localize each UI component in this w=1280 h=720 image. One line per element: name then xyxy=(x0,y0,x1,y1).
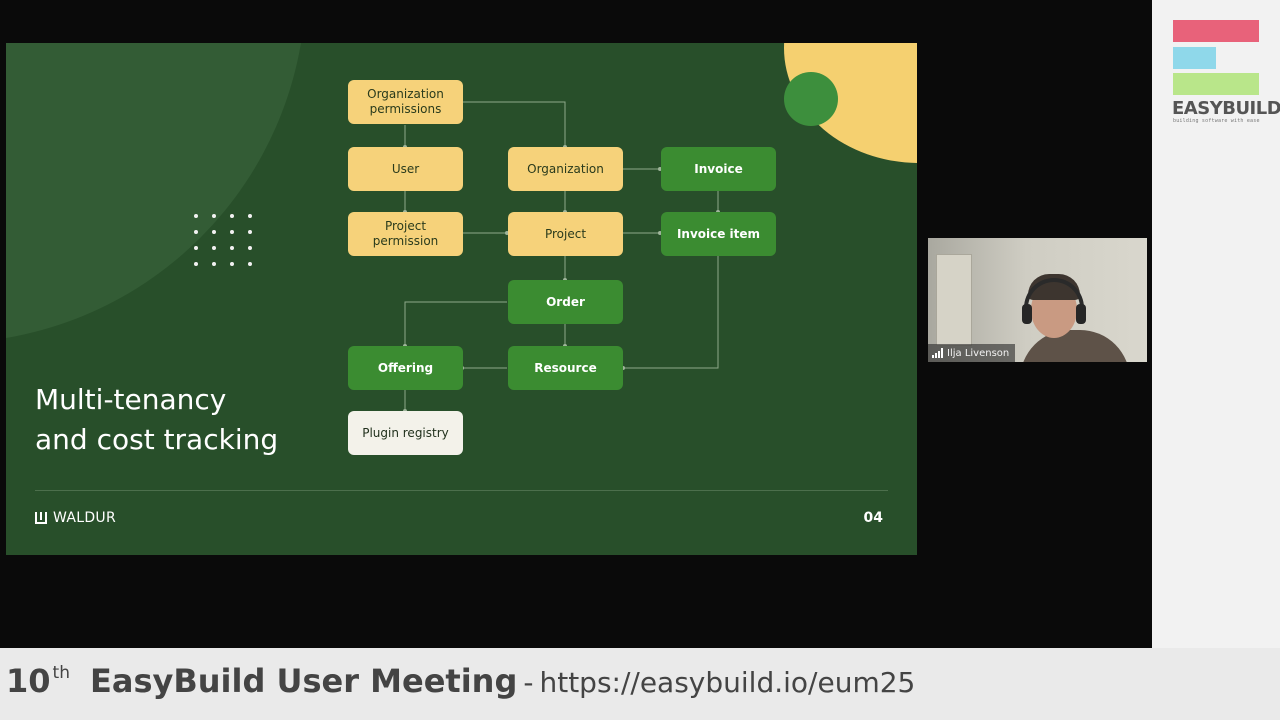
node-offering: Offering xyxy=(348,346,463,390)
footer-edition-suffix: th xyxy=(53,663,70,683)
headset-ear-right xyxy=(1076,304,1086,324)
footer-separator: - xyxy=(523,666,533,699)
slide: Organization permissions User Organizati… xyxy=(6,43,917,555)
node-invoice: Invoice xyxy=(661,147,776,191)
slide-title-line-2: and cost tracking xyxy=(35,420,278,460)
slide-page-number: 04 xyxy=(864,510,883,526)
participant-name-tag: Ilja Livenson xyxy=(928,344,1015,362)
easybuild-tagline: building software with ease xyxy=(1173,118,1260,124)
node-organization: Organization xyxy=(508,147,623,191)
node-label: Resource xyxy=(534,361,596,376)
edge-orgperm-organization xyxy=(462,102,565,147)
node-plugin-registry: Plugin registry xyxy=(348,411,463,455)
waldur-logo-text: WALDUR xyxy=(53,510,116,526)
node-invoice-item: Invoice item xyxy=(661,212,776,256)
footer-event-title: EasyBuild User Meeting xyxy=(90,662,517,700)
slide-divider xyxy=(35,490,888,491)
slide-title-line-1: Multi-tenancy xyxy=(35,380,278,420)
signal-bars-icon xyxy=(932,348,943,358)
brand-bar-red xyxy=(1173,20,1259,42)
node-project-permission: Project permission xyxy=(348,212,463,256)
slide-title: Multi-tenancy and cost tracking xyxy=(35,380,278,460)
footer-url: https://easybuild.io/eum25 xyxy=(539,666,915,699)
participant-name: Ilja Livenson xyxy=(947,348,1009,359)
waldur-logo: WALDUR xyxy=(35,510,116,526)
node-label: Invoice item xyxy=(677,227,760,242)
node-label: Project permission xyxy=(373,219,439,249)
video-door xyxy=(936,254,972,346)
node-project: Project xyxy=(508,212,623,256)
presentation-stage: Organization permissions User Organizati… xyxy=(0,0,1152,648)
node-order: Order xyxy=(508,280,623,324)
brand-bar-blue xyxy=(1173,47,1216,69)
headset-ear-left xyxy=(1022,304,1032,324)
node-label: Offering xyxy=(378,361,433,376)
node-organization-permissions: Organization permissions xyxy=(348,80,463,124)
participant-video-tile[interactable]: Ilja Livenson xyxy=(928,238,1147,362)
node-user: User xyxy=(348,147,463,191)
node-label: Order xyxy=(546,295,585,310)
waldur-logo-icon xyxy=(35,512,47,524)
node-label: Invoice xyxy=(694,162,742,177)
node-label: Plugin registry xyxy=(362,426,449,441)
node-label: User xyxy=(392,162,419,177)
edge-invoiceitem-resource xyxy=(623,255,718,368)
footer-edition-number: 10 xyxy=(6,662,51,700)
node-label: Organization permissions xyxy=(367,87,444,117)
easybuild-logo: EASYBUILDio xyxy=(1172,98,1280,119)
node-resource: Resource xyxy=(508,346,623,390)
edge-order-offering xyxy=(405,302,507,346)
easybuild-brand-panel: EASYBUILDio building software with ease xyxy=(1152,0,1280,648)
node-label: Project xyxy=(545,227,586,242)
node-label: Organization xyxy=(527,162,604,177)
easybuild-wordmark: EASYBUILD xyxy=(1172,98,1280,119)
brand-bar-green xyxy=(1173,73,1259,95)
